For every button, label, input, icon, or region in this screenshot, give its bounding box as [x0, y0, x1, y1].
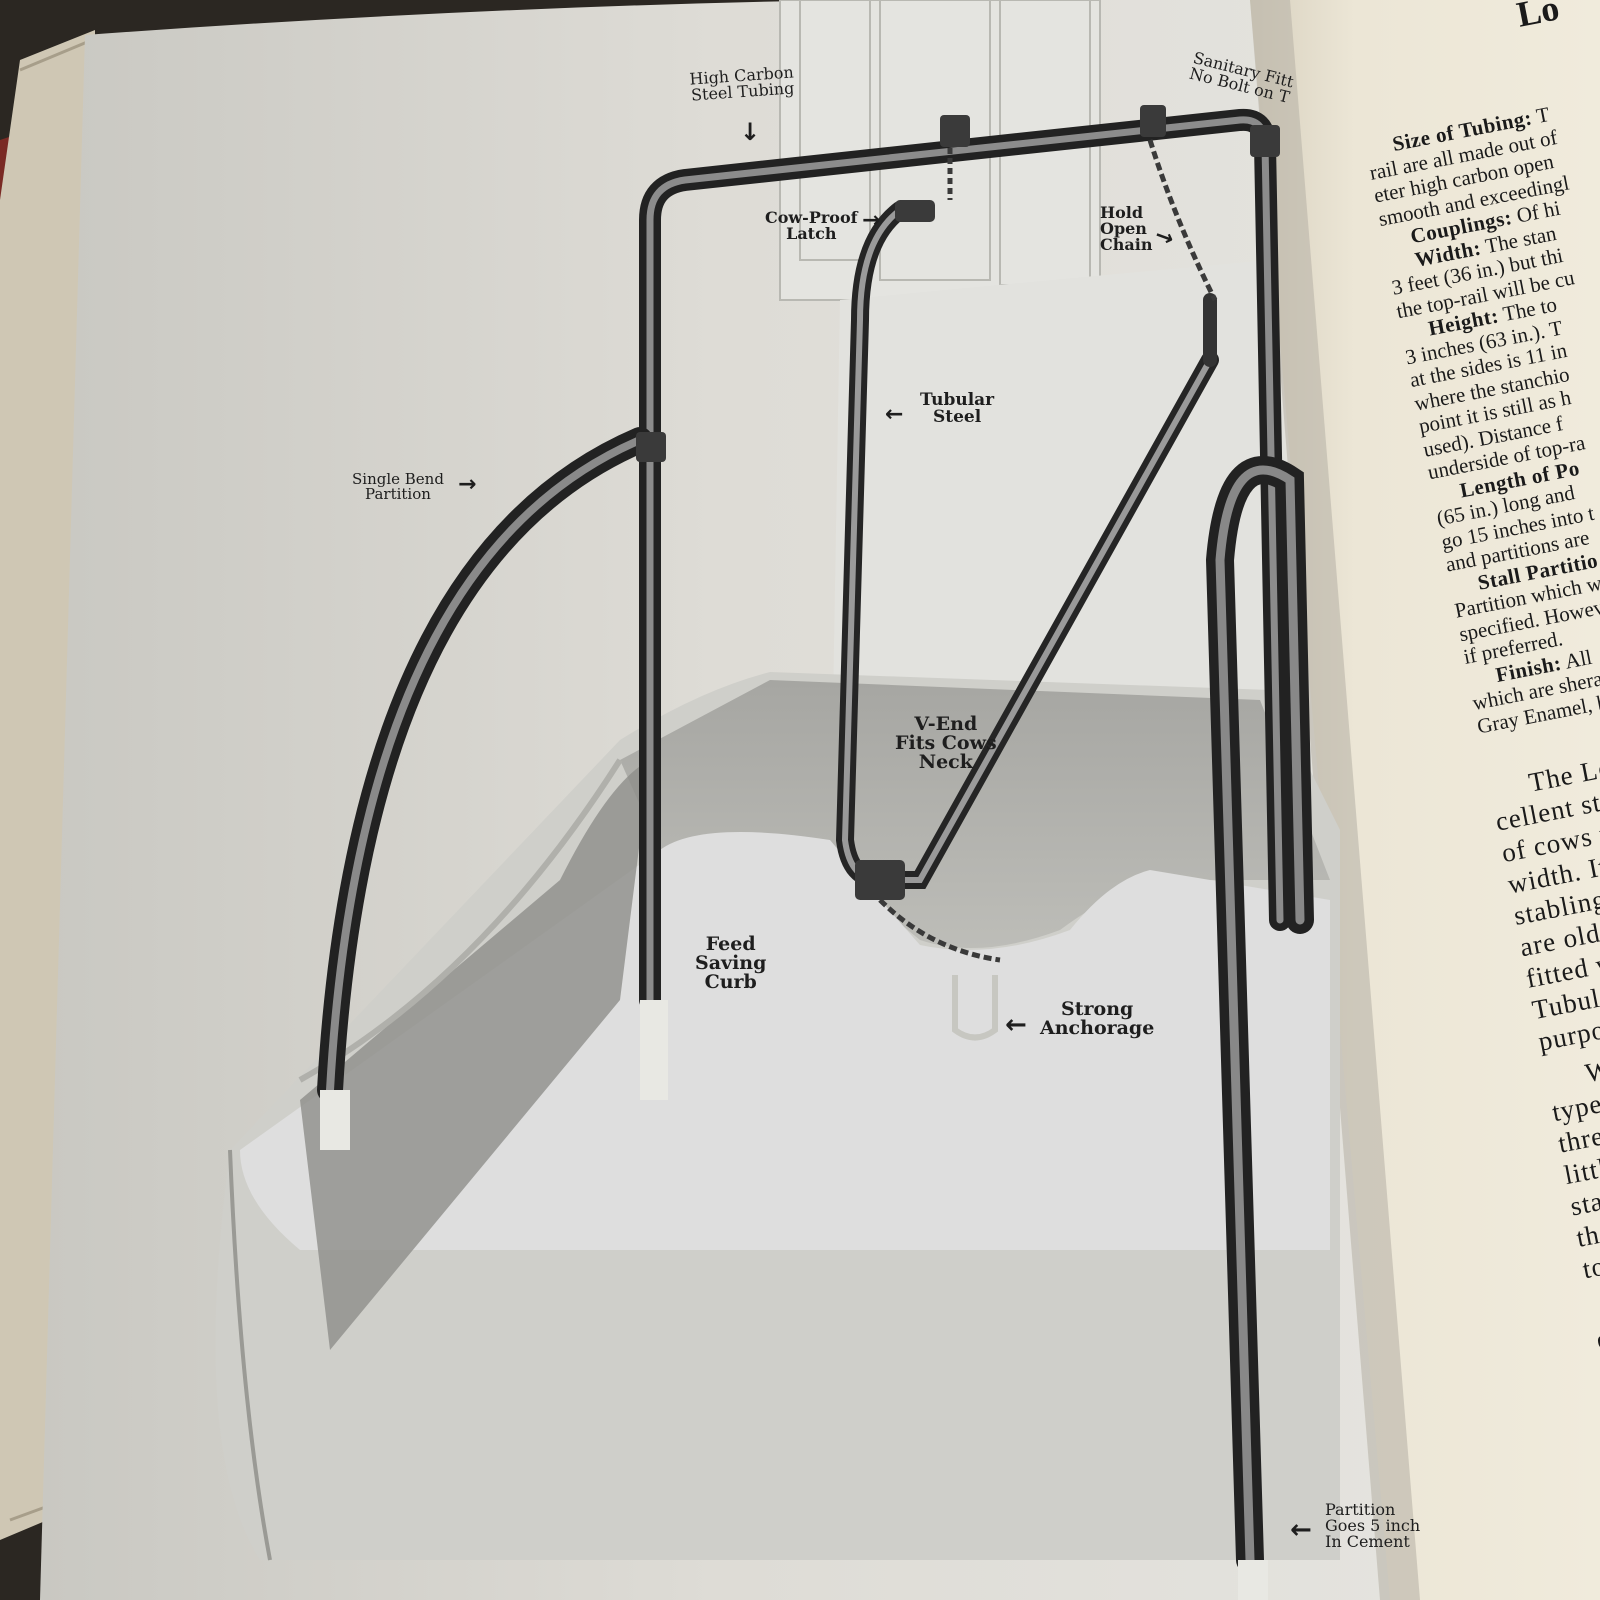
manger-concrete — [215, 672, 1340, 1561]
post-feet — [320, 1000, 1268, 1600]
anchorage-bolt — [952, 975, 998, 1041]
book-gutter — [1250, 0, 1420, 1600]
label-line: Steel — [932, 407, 982, 427]
label-line: Hold — [1100, 203, 1144, 222]
label-line: Partition — [1325, 1500, 1396, 1519]
label-line: Neck — [918, 751, 973, 773]
arrow-right-icon: → — [862, 208, 881, 233]
label-feed-saving-curb: Feed Saving Curb — [695, 935, 766, 992]
label-line: Goes 5 inch — [1325, 1516, 1421, 1535]
label-line: V-End — [914, 713, 978, 735]
label-v-end: V-End Fits Cows Neck — [895, 715, 997, 772]
label-line: Strong — [1061, 998, 1134, 1020]
label-cow-proof-latch: Cow-Proof Latch — [765, 210, 858, 242]
arrow-down-icon: ↓ — [740, 118, 761, 146]
label-hold-open-chain: Hold Open Chain — [1100, 205, 1152, 253]
label-line: Curb — [704, 971, 757, 993]
label-high-carbon-steel: High Carbon Steel Tubing — [689, 62, 795, 104]
right-page — [1250, 0, 1600, 1600]
label-line: Partition — [365, 485, 431, 503]
label-line: Single Bend — [352, 470, 444, 488]
arrow-left-icon: ← — [1005, 1010, 1027, 1040]
label-line: Chain — [1100, 235, 1153, 254]
label-line: Anchorage — [1040, 1017, 1155, 1039]
label-line: Saving — [695, 952, 767, 974]
label-line: Feed — [705, 933, 756, 955]
label-line: Open — [1100, 219, 1147, 238]
label-tubular-steel: Tubular Steel — [920, 392, 994, 426]
label-strong-anchorage: Strong Anchorage — [1040, 1000, 1154, 1038]
label-line: Tubular — [920, 390, 995, 410]
label-single-bend-partition: Single Bend Partition — [352, 472, 444, 502]
arrow-left-icon: ← — [885, 402, 904, 427]
couplings — [636, 105, 1280, 900]
label-line: In Cement — [1325, 1532, 1410, 1551]
label-line: Cow-Proof — [765, 208, 858, 227]
label-partition-goes: Partition Goes 5 inch In Cement — [1325, 1502, 1420, 1550]
arrow-left-icon: ← — [1290, 1515, 1312, 1545]
arrow-right-icon: → — [458, 472, 477, 497]
label-line: Latch — [786, 224, 837, 243]
label-line: Fits Cows — [895, 732, 997, 754]
chains — [878, 139, 1218, 963]
